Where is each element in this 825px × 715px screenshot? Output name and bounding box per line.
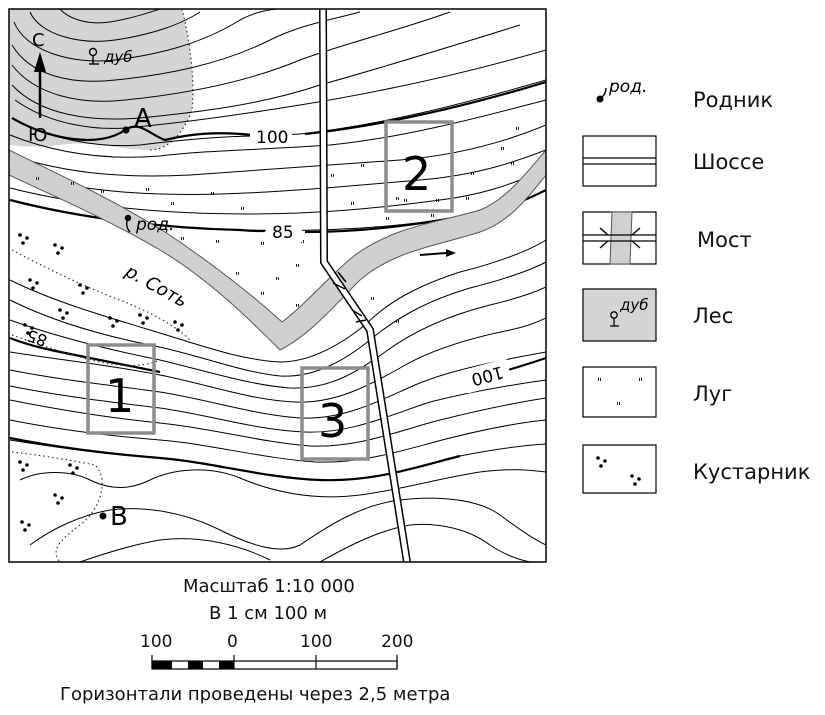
legend-forest-symbol-text: дуб [619, 296, 649, 314]
square-1-label: 1 [105, 369, 134, 423]
contour-label-85-top: 85 [272, 223, 294, 243]
point-b-marker [99, 512, 107, 520]
point-a-marker [122, 126, 130, 134]
river-flow-arrow-icon [419, 249, 456, 257]
scale-subtitle: В 1 см 100 м [209, 603, 328, 624]
shrub-symbols [18, 233, 184, 532]
svg-text:": " [35, 175, 40, 188]
svg-text:": " [510, 160, 515, 173]
legend-bridge-label: Мост [697, 228, 752, 252]
svg-text:": " [616, 400, 621, 413]
svg-text:": " [395, 318, 400, 331]
compass-north-label: С [32, 30, 45, 51]
svg-text:": " [430, 212, 435, 225]
svg-text:": " [350, 200, 355, 213]
legend-forest-label: Лес [693, 304, 734, 328]
scale-bar [151, 655, 398, 670]
square-3-label: 3 [318, 394, 347, 448]
legend-shrub-icon [582, 444, 657, 494]
scale-title: Масштаб 1:10 000 [183, 576, 355, 597]
legend-shrub-label: Кустарник [693, 460, 811, 484]
river-sot [9, 149, 546, 351]
map-border [8, 8, 547, 563]
svg-text:": " [295, 262, 300, 275]
svg-text:": " [470, 170, 475, 183]
oak-label: дуб [103, 48, 133, 66]
svg-text:": " [260, 290, 265, 303]
legend-highway-label: Шоссе [693, 150, 765, 174]
svg-text:": " [215, 238, 220, 251]
legend-highway-icon [582, 135, 657, 187]
svg-text:": " [370, 295, 375, 308]
scale-tick-100: 100 [300, 632, 333, 652]
legend-meadow-icon: " " " [582, 366, 657, 418]
svg-text:": " [385, 215, 390, 228]
north-arrow-icon [34, 52, 46, 118]
svg-text:": " [170, 200, 175, 213]
svg-text:": " [500, 145, 505, 158]
svg-text:": " [395, 195, 400, 208]
legend-forest-icon [582, 288, 657, 342]
svg-text:": " [403, 197, 408, 210]
svg-text:": " [235, 270, 240, 283]
point-b-label: В [110, 502, 128, 532]
legend-spring-symbol-text: род. [608, 77, 647, 97]
svg-text:": " [465, 195, 470, 208]
svg-text:": " [260, 240, 265, 253]
forest-area [9, 9, 193, 150]
svg-text:": " [435, 197, 440, 210]
spring-icon [124, 214, 132, 233]
meadow-symbols: """ """ """ """ """ """ """ """ """ """ … [35, 125, 520, 331]
contour-interval-note: Горизонтали проведены через 2,5 метра [60, 684, 451, 705]
oak-tree-icon [88, 47, 99, 65]
svg-text:": " [638, 376, 643, 389]
svg-text:": " [597, 376, 602, 389]
legend-bridge-icon [582, 211, 657, 265]
svg-text:": " [515, 125, 520, 138]
spring-label: род. [135, 215, 174, 235]
svg-text:": " [295, 302, 300, 315]
svg-text:": " [100, 188, 105, 201]
svg-text:": " [330, 172, 335, 185]
compass-south-label: Ю [28, 125, 47, 146]
bridge-symbol [332, 271, 367, 323]
legend-meadow-label: Луг [693, 382, 733, 406]
contours-south [9, 239, 546, 562]
legend-spring-icon [596, 87, 607, 103]
square-2-frame [384, 120, 454, 213]
scale-tick-100-left: 100 [140, 632, 173, 652]
svg-text:": " [240, 205, 245, 218]
point-a-label: А [134, 104, 152, 134]
svg-text:": " [275, 275, 280, 288]
legend-spring-label: Родник [693, 88, 774, 112]
svg-text:": " [360, 162, 365, 175]
svg-text:": " [70, 180, 75, 193]
square-1-frame [86, 343, 156, 435]
square-3-frame [300, 366, 370, 461]
svg-text:": " [210, 190, 215, 203]
scale-tick-200: 200 [381, 632, 414, 652]
svg-text:": " [180, 235, 185, 248]
svg-text:": " [300, 238, 305, 251]
square-2-label: 2 [402, 147, 431, 201]
scale-tick-0: 0 [227, 632, 238, 652]
svg-text:": " [145, 186, 150, 199]
contour-label-100-top: 100 [256, 128, 288, 148]
